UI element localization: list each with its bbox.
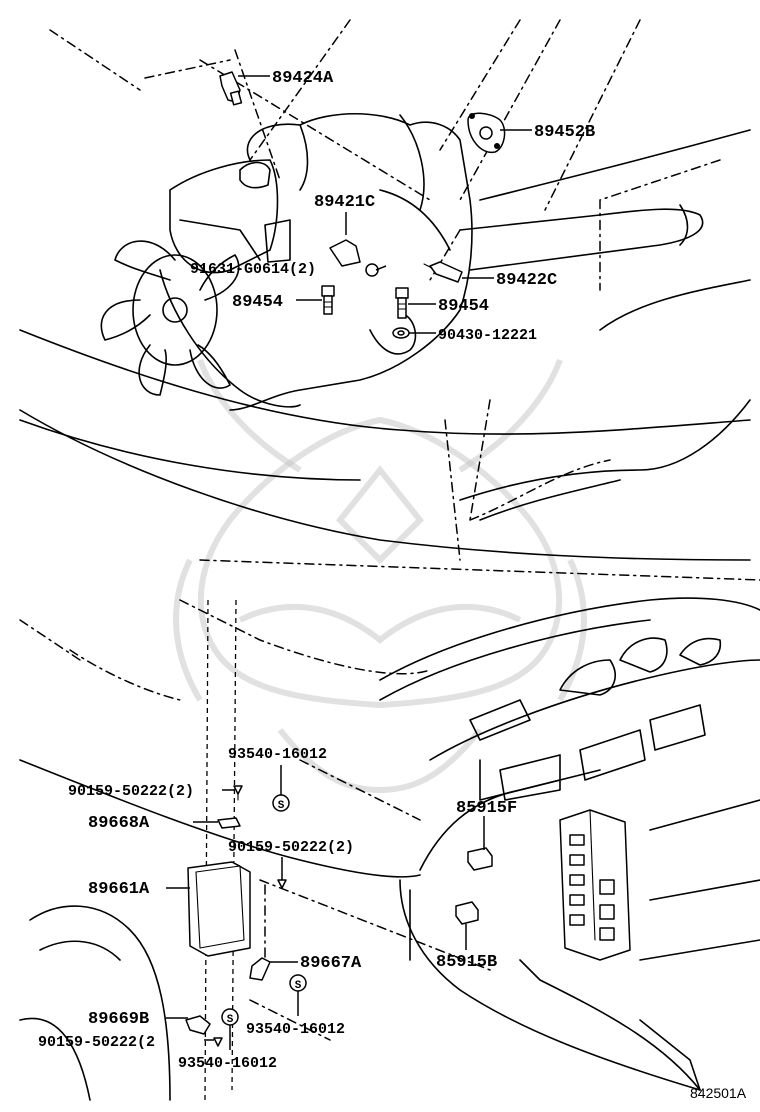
watermark-emblem xyxy=(173,358,587,794)
screws xyxy=(213,785,287,1047)
washer-symbol-2: S xyxy=(295,980,302,992)
bracket-89667A xyxy=(249,957,271,981)
fan xyxy=(100,240,240,396)
sensor-89452B xyxy=(467,112,506,154)
sensor-89421C xyxy=(329,212,379,277)
label-89669B: 89669B xyxy=(88,1010,149,1029)
label-93540-16012-bot: 93540-16012 xyxy=(178,1055,277,1072)
label-89424A: 89424A xyxy=(272,69,334,88)
label-89422C: 89422C xyxy=(496,271,557,290)
label-90159-50222-c: 90159-50222(2 xyxy=(38,1034,155,1051)
figure-code: 842501A xyxy=(690,1085,747,1101)
label-90159-50222-a: 90159-50222(2) xyxy=(68,783,194,800)
sensor-89454-left xyxy=(321,285,335,315)
label-89454-right: 89454 xyxy=(438,297,489,316)
label-93540-16012-top: 93540-16012 xyxy=(228,746,327,763)
junction-block xyxy=(559,809,631,961)
top-leaders xyxy=(238,75,532,334)
label-93540-16012-mid: 93540-16012 xyxy=(246,1021,345,1038)
label-89667A: 89667A xyxy=(300,954,362,973)
washer-90430 xyxy=(392,327,410,339)
relays xyxy=(455,847,493,925)
label-85915B: 85915B xyxy=(436,953,497,972)
sensor-89424A xyxy=(219,71,243,106)
washer-symbol-1: S xyxy=(278,800,285,812)
washer-symbol-3: S xyxy=(227,1014,234,1026)
label-89454-left: 89454 xyxy=(232,293,283,312)
label-89421C: 89421C xyxy=(314,193,375,212)
label-89452B: 89452B xyxy=(534,123,595,142)
bottom-leaders xyxy=(166,765,485,1050)
engine-area-lines xyxy=(19,19,751,561)
part-labels: 89424A 89452B 89421C 91631-G0614(2) 8942… xyxy=(38,69,747,1101)
washer-symbols: S S S xyxy=(221,794,307,1026)
label-91631-G0614: 91631-G0614(2) xyxy=(190,261,316,278)
sensor-89454-right xyxy=(395,287,409,319)
label-89668A: 89668A xyxy=(88,814,150,833)
label-85915F: 85915F xyxy=(456,799,517,818)
ecu-89661A xyxy=(187,861,251,957)
label-90430-12221: 90430-12221 xyxy=(438,327,537,344)
bracket-89669B xyxy=(185,1015,211,1035)
cabin-area-lines xyxy=(19,559,760,1101)
label-90159-50222-b: 90159-50222(2) xyxy=(228,839,354,856)
bracket-89668A xyxy=(217,817,241,829)
label-89661A: 89661A xyxy=(88,880,150,899)
sensor-89422C xyxy=(423,261,463,283)
